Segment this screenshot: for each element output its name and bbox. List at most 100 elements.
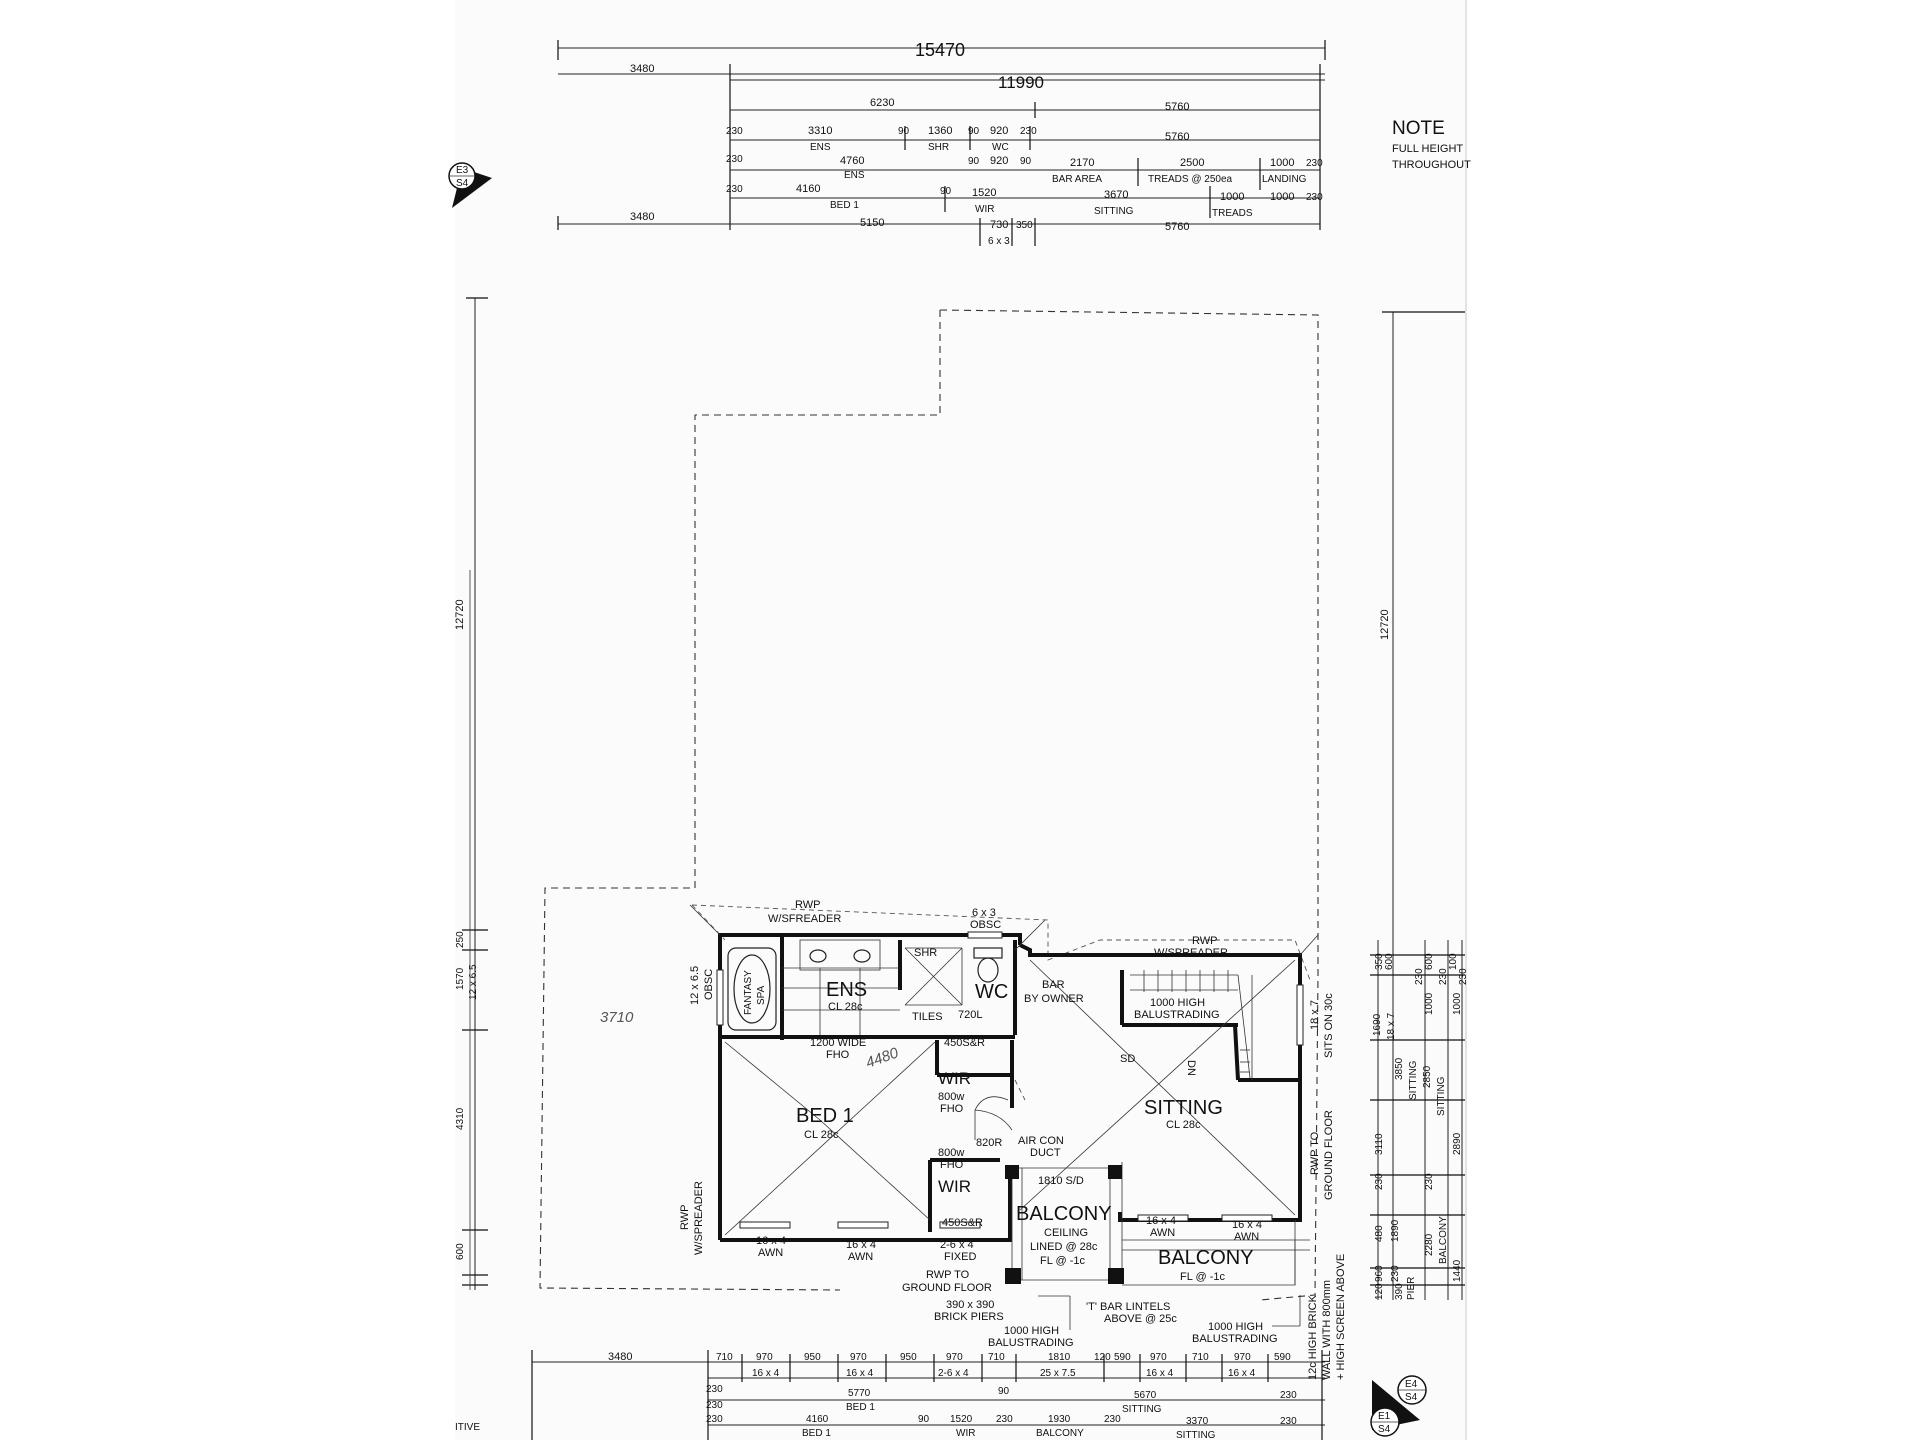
note-rwp4-b: GROUND FLOOR	[902, 1282, 992, 1294]
spa-label-2: SPA	[756, 985, 767, 1005]
note-w1-b: AWN	[758, 1247, 783, 1259]
dim-left-c: 12 x 6.5	[468, 964, 479, 1000]
bottom-dimensions: 3480 710 970 950 970 950 970 710 1810 12…	[455, 1350, 1325, 1440]
dim-b1-0: 3480	[608, 1351, 632, 1363]
note-tbar-a: 'T' BAR LINTELS	[1086, 1301, 1170, 1313]
dim-r2-d: 1360	[928, 125, 952, 137]
note-d820: 820R	[976, 1137, 1002, 1149]
dim-b4-9: 230	[1104, 1414, 1121, 1425]
dim-b2-1: 16 x 4	[846, 1368, 874, 1379]
dim-rc1-0: 350	[1374, 953, 1385, 970]
dim-b1-8: 1810	[1048, 1352, 1071, 1363]
note-rwp1-a: RWP	[795, 899, 820, 911]
note-obsc2-b: OBSC	[703, 969, 715, 1000]
dim-r3-e: 90	[1020, 156, 1032, 167]
dim-b2-4: 16 x 4	[1146, 1368, 1174, 1379]
note-fho3-a: 800w	[938, 1147, 964, 1159]
windows	[716, 931, 1304, 1229]
dim-rc2-1: 18 x 7	[1386, 1012, 1397, 1040]
dim-b4-8: BALCONY	[1036, 1428, 1084, 1439]
dim-left-a: 250	[455, 931, 466, 948]
room-sitting: SITTING	[1144, 1097, 1223, 1119]
dim-r2-b: 3310	[808, 125, 832, 137]
dim-r3-b: 4760	[840, 155, 864, 167]
ground-floor-outline	[539, 309, 1319, 1301]
room-balcony1: BALCONY	[1016, 1203, 1112, 1225]
stairs	[1130, 970, 1253, 1080]
dim-r4-f: 3670	[1104, 189, 1128, 201]
dim-rc3-3: BALCONY	[1438, 1216, 1449, 1264]
dim-b1-5: 950	[900, 1352, 917, 1363]
room-labels: ENS CL 28c SHR TILES 720L WC BED 1 CL 28…	[796, 947, 1254, 1283]
dim-r2-f: 920	[990, 125, 1008, 137]
dim-b3-f: 90	[998, 1386, 1010, 1397]
dim-rc3-7: 390	[1394, 1283, 1405, 1300]
dim-r5-d: 5760	[1165, 221, 1189, 233]
dim-r2-e: 90	[968, 126, 980, 137]
dim-r5-c: 350	[1016, 220, 1033, 231]
balcony-structure	[1005, 1162, 1310, 1286]
top-dimensions: 15470 3480 11990 6230 5760 230 3310 ENS …	[557, 40, 1326, 247]
dim-b3-d: SITTING	[1122, 1404, 1162, 1415]
dim-rc1-8: 1000	[1452, 992, 1463, 1015]
room-sitting-cl: CL 28c	[1166, 1119, 1201, 1131]
dim-b3-g: 230	[1280, 1390, 1297, 1401]
dim-r3-b-lbl: ENS	[844, 170, 865, 181]
dim-b4-10: 3370	[1186, 1416, 1209, 1427]
section-marker-e3: E3 S4	[448, 162, 492, 208]
note-fho2-a: 800w	[938, 1091, 964, 1103]
dim-b2-3: 25 x 7.5	[1040, 1368, 1076, 1379]
dim-r2-g: 230	[1020, 126, 1037, 137]
note-sits-a: 18 x 7	[1309, 1000, 1321, 1030]
dim-r2-c: 90	[898, 126, 910, 137]
note-bal2-b: BALUSTRADING	[988, 1337, 1074, 1349]
dim-rc1-3: 600	[1424, 953, 1435, 970]
left-dimensions: 12720 250 1570 12 x 6.5 4310 600	[454, 297, 488, 1290]
dim-r4-d: 1520	[972, 187, 996, 199]
dim-b1-3: 950	[804, 1352, 821, 1363]
room-tiles: TILES	[912, 1011, 943, 1023]
note-brick-b: WALL WITH 800mm	[1321, 1280, 1333, 1380]
note-rwp5-b: GROUND FLOOR	[1323, 1110, 1335, 1200]
note-aircon-a: AIR CON	[1018, 1135, 1064, 1147]
note-sits-b: SITS ON 30c	[1323, 993, 1335, 1058]
note-rwp5-a: RWP TO	[1309, 1131, 1321, 1175]
note-bal3-a: 1000 HIGH	[1208, 1321, 1263, 1333]
dim-b4-left: ITIVE	[455, 1422, 480, 1433]
dim-r3-h: 1000	[1270, 157, 1294, 169]
dim-left-b: 1570	[455, 967, 466, 990]
room-tiles-note: 720L	[958, 1009, 982, 1021]
dim-b4-3: 90	[918, 1414, 930, 1425]
dim-b3-a: 5770	[848, 1388, 871, 1399]
dim-r3-g: 2500	[1180, 157, 1204, 169]
dim-r1-a: 6230	[870, 97, 894, 109]
note-w2-a: 16 x 4	[846, 1239, 876, 1251]
dim-left-total: 12720	[454, 599, 466, 630]
dim-rc3-0: 480	[1374, 1225, 1385, 1242]
room-balcony2: BALCONY	[1158, 1247, 1254, 1269]
room-ens-cl: CL 28c	[828, 1001, 863, 1013]
dim-rc2-9: 230	[1424, 1173, 1435, 1190]
room-balcony1-sub1: CEILING	[1044, 1227, 1088, 1239]
note-w4-b: AWN	[1150, 1227, 1175, 1239]
dim-r3-f-lbl: BAR AREA	[1052, 174, 1102, 185]
dim-b3-h: 230	[706, 1400, 723, 1411]
note-obsc-a: 6 x 3	[972, 907, 996, 919]
room-balcony2-sub: FL @ -1c	[1180, 1271, 1225, 1283]
right-margin	[1467, 0, 1920, 1440]
dim-r5-left: 3480	[630, 211, 654, 223]
room-wir1: WIR	[938, 1069, 971, 1088]
dim-b1-12: 710	[1192, 1352, 1209, 1363]
note-obsc2-a: 12 x 6.5	[689, 966, 701, 1005]
dim-rc2-7: 2890	[1452, 1132, 1463, 1155]
dim-b4-0: 230	[706, 1414, 723, 1425]
dim-b4-6: 230	[996, 1414, 1013, 1425]
dim-rc3-8: PIER	[1406, 1277, 1417, 1300]
note-rwp3-a: RWP	[679, 1205, 691, 1230]
note-rwp3-b: W/SPREADER	[693, 1181, 705, 1255]
dim-b4-2: BED 1	[802, 1428, 831, 1439]
dim-rc1-4: 230	[1438, 968, 1449, 985]
note-w5-a: 16 x 4	[1232, 1219, 1262, 1231]
